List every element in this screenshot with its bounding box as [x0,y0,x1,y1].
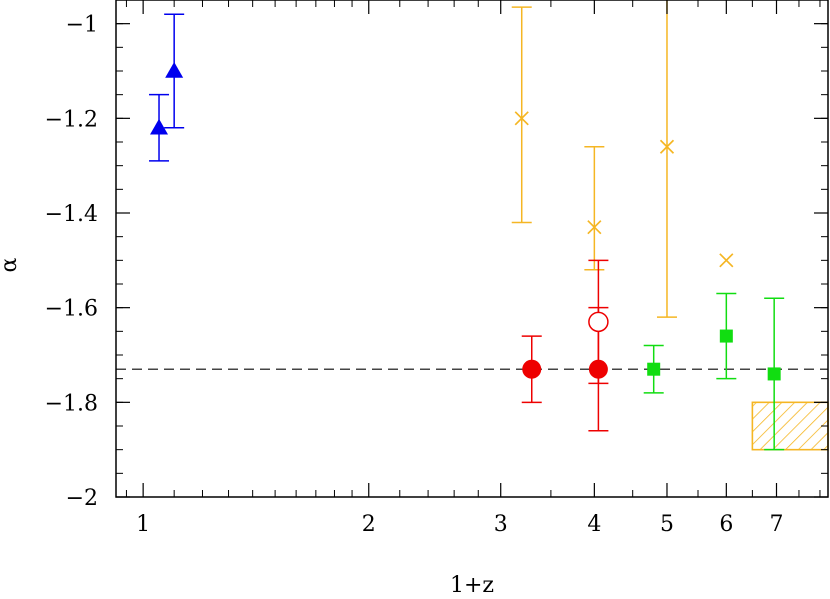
plot-frame [115,0,829,498]
x-tick-label: 7 [770,512,784,537]
data-point-triangle [165,62,184,78]
x-tick-label: 3 [494,512,508,537]
data-layer [149,0,785,451]
data-point-triangle [150,118,169,135]
x-tick-label: 4 [587,512,601,537]
y-axis-title: α [0,257,22,272]
x-axis-title: 1+z [450,573,494,598]
x-tick-label: 5 [660,512,674,537]
data-point-square [719,329,733,343]
data-point-square [647,362,661,376]
x-tick-label: 2 [362,512,376,537]
data-point-cross [587,220,602,235]
data-point-filled-circle [522,359,542,379]
y-tick-label: −1 [66,13,98,38]
data-point-cross [659,139,675,154]
x-tick-label: 1 [136,512,150,537]
data-point-cross [514,111,529,126]
data-point-open-circle [588,311,609,333]
series-cross [511,0,734,318]
y-tick-label: −1.6 [45,297,98,322]
y-tick-label: −1.4 [45,202,98,227]
series-square [643,292,785,451]
shaded-region-layer [751,401,829,451]
y-tick-label: −2 [66,486,98,511]
series-filled-circle [521,259,609,432]
series-triangle [149,13,185,162]
y-tick-label: −1.2 [45,107,98,132]
series-open-circle [588,306,609,385]
data-point-cross [719,253,734,268]
x-tick-label: 6 [719,512,733,537]
shaded-region [751,401,829,451]
y-tick-label: −1.8 [45,391,98,416]
tick-layer: 1 2 3 4 5 6 7 −1 −1.2 −1.4 −1.6 −1.8 −2 [45,0,828,537]
data-point-square [767,367,781,381]
